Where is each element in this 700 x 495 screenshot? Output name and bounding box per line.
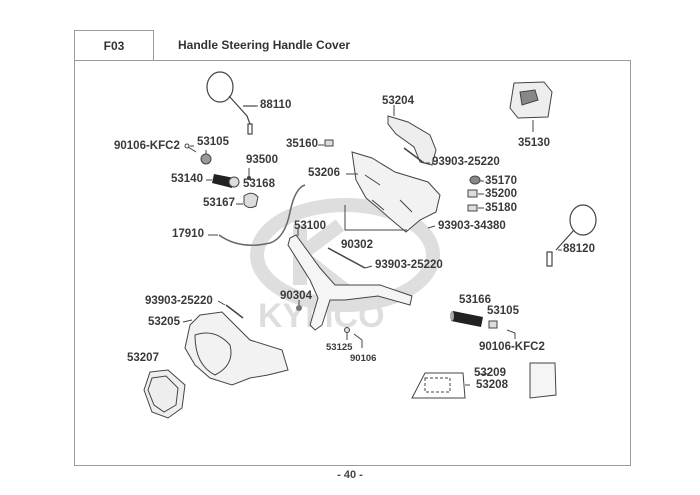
rear-cover-icon xyxy=(351,151,441,233)
nut-icon xyxy=(296,305,302,311)
part-label-93903-25220-mid[interactable]: 93903-25220 xyxy=(375,259,443,271)
part-label-93500[interactable]: 93500 xyxy=(246,154,278,166)
diagram-frame xyxy=(74,60,631,466)
emblem-icon xyxy=(411,372,466,399)
throttle-cable-icon xyxy=(218,184,306,246)
screw-rear-icon xyxy=(427,225,436,229)
part-label-53168[interactable]: 53168 xyxy=(243,178,275,190)
part-label-53204[interactable]: 53204 xyxy=(382,95,414,107)
part-label-93903-25220-lower[interactable]: 93903-25220 xyxy=(145,295,213,307)
part-label-53105-right[interactable]: 53105 xyxy=(487,305,519,317)
bolt-90302-bracket xyxy=(344,205,407,231)
part-label-53105-left[interactable]: 53105 xyxy=(197,136,229,148)
weight-right-icon xyxy=(488,320,498,329)
part-label-53206[interactable]: 53206 xyxy=(308,167,340,179)
part-label-35160[interactable]: 35160 xyxy=(286,138,318,150)
part-label-35130[interactable]: 35130 xyxy=(518,137,550,149)
throttle-grip-icon xyxy=(212,174,240,188)
switch-35170-icon xyxy=(469,175,481,185)
bolt-right-icon xyxy=(506,329,516,339)
headlight-rim-icon xyxy=(143,369,186,419)
part-label-53167[interactable]: 53167 xyxy=(203,197,235,209)
part-label-35170[interactable]: 35170 xyxy=(485,175,517,187)
front-cover-icon xyxy=(184,311,289,386)
leader-lines xyxy=(182,105,562,386)
part-label-17910[interactable]: 17910 xyxy=(172,228,204,240)
collar-icon xyxy=(344,327,350,340)
page-title: Handle Steering Handle Cover xyxy=(178,38,351,52)
screw-handlebar-icon xyxy=(327,247,366,269)
meter-switch-icon xyxy=(509,81,553,132)
part-label-90302[interactable]: 90302 xyxy=(341,239,373,251)
switch-35180-icon xyxy=(467,204,478,212)
switch-35200-icon xyxy=(467,189,478,198)
part-label-93903-25220-upper[interactable]: 93903-25220 xyxy=(432,156,500,168)
part-label-93903-34380[interactable]: 93903-34380 xyxy=(438,220,506,232)
part-label-88120[interactable]: 88120 xyxy=(563,243,595,255)
part-label-53208[interactable]: 53208 xyxy=(476,379,508,391)
clip-icon xyxy=(324,139,334,147)
bolt-left-icon xyxy=(184,143,197,153)
screw-front-1-icon xyxy=(403,147,425,164)
left-grip-icon xyxy=(450,311,483,327)
emblem-cover-icon xyxy=(529,362,557,399)
section-code-text: F03 xyxy=(103,39,125,53)
handlebar-icon xyxy=(287,234,413,331)
part-label-90106-kfc2-left[interactable]: 90106-KFC2 xyxy=(114,140,180,152)
front-upper-cover-icon xyxy=(387,115,437,166)
part-label-35200[interactable]: 35200 xyxy=(485,188,517,200)
part-label-53207[interactable]: 53207 xyxy=(127,352,159,364)
part-label-35180[interactable]: 35180 xyxy=(485,202,517,214)
page-number: - 40 - xyxy=(337,469,363,481)
part-label-53140[interactable]: 53140 xyxy=(171,173,203,185)
bolt-handle-icon xyxy=(353,333,363,348)
screw-front-cover-icon xyxy=(225,304,244,319)
weight-left-icon xyxy=(200,150,212,165)
part-label-88110[interactable]: 88110 xyxy=(260,99,292,111)
throttle-housing-icon xyxy=(243,192,259,209)
section-code: F03 xyxy=(74,30,154,61)
part-label-90304[interactable]: 90304 xyxy=(280,290,312,302)
part-label-53125[interactable]: 53125 xyxy=(326,342,353,353)
mirror-left-icon xyxy=(206,71,256,135)
part-label-53166[interactable]: 53166 xyxy=(459,294,491,306)
part-label-90106[interactable]: 90106 xyxy=(350,353,377,364)
mirror-right-icon xyxy=(546,204,597,267)
part-label-90106-kfc2-right[interactable]: 90106-KFC2 xyxy=(479,341,545,353)
screw-93500-icon xyxy=(247,168,251,180)
part-label-53100[interactable]: 53100 xyxy=(294,220,326,232)
part-label-53209[interactable]: 53209 xyxy=(474,367,506,379)
part-label-53205[interactable]: 53205 xyxy=(148,316,180,328)
